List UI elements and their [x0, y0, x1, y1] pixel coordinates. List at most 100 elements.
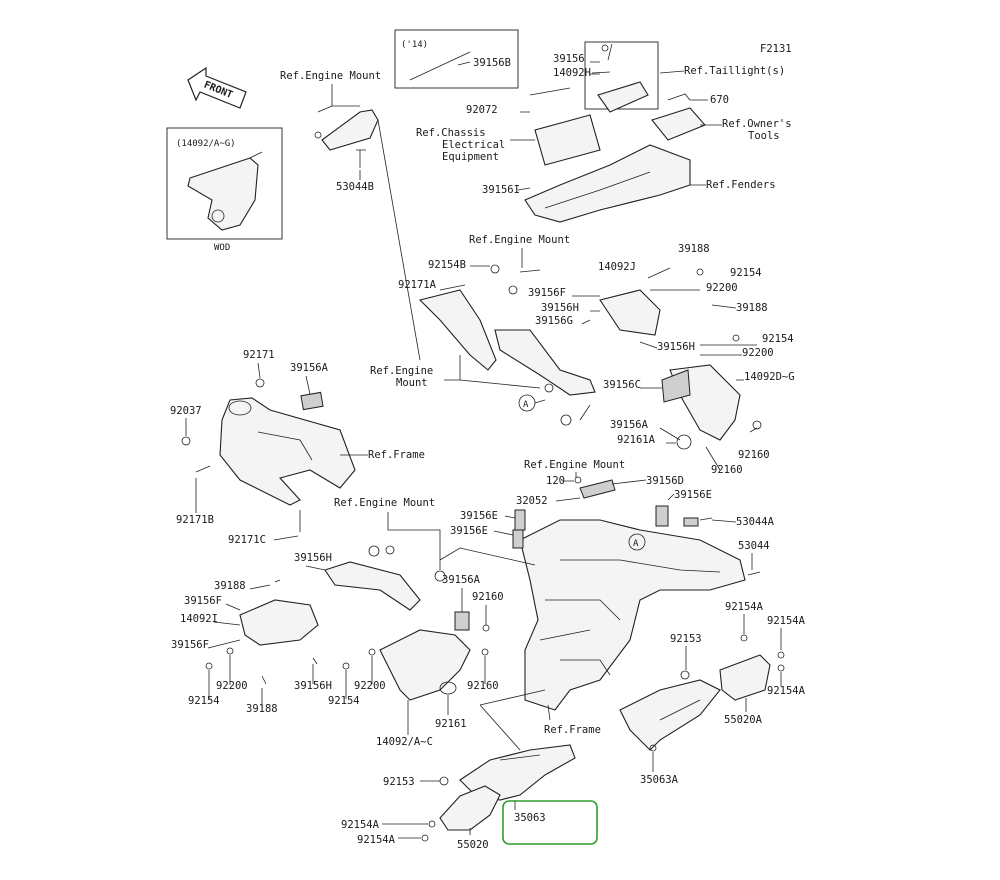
label-14092D-G: 14092D~G	[744, 371, 795, 383]
label-92154B: 92154B	[428, 259, 466, 271]
label-39188-b: 39188	[736, 302, 768, 314]
label-39156H-c: 39156H	[294, 552, 332, 564]
label-92153-b: 92153	[383, 776, 415, 788]
label-39156G: 39156G	[535, 315, 573, 327]
label-92161A: 92161A	[617, 434, 656, 446]
ref-engine-mount-mid: Ref.Engine Mount	[469, 234, 570, 246]
ref-engine-center-2: Mount	[396, 377, 428, 389]
label-39156E-a: 39156E	[674, 489, 712, 501]
label-92154A-e: 92154A	[357, 834, 396, 846]
inset-wod: (14092/A~G) WOD	[166, 127, 283, 253]
label-92154A-c: 92154A	[767, 685, 806, 697]
label-92200-c: 92200	[216, 680, 248, 692]
main-frame-center	[512, 476, 761, 711]
ref-chassis-2: Electrical	[442, 139, 505, 151]
label-35063: 35063	[514, 812, 546, 824]
label-14092I: 14092I	[180, 613, 218, 625]
callout-a-1: A	[518, 394, 536, 412]
ref-frame-left: Ref.Frame	[368, 449, 425, 461]
label-92154A-a: 92154A	[725, 601, 764, 613]
engine-mount-bracket-top	[314, 109, 379, 168]
ref-frame-center: Ref.Frame	[544, 724, 601, 736]
label-39156B: 39156B	[473, 57, 511, 69]
label-39156F-a: 39156F	[184, 595, 222, 607]
label-92171A: 92171A	[398, 279, 437, 291]
label-39188-a: 39188	[678, 243, 710, 255]
label-53044B: 53044B	[336, 181, 374, 193]
footpeg-bracket-right	[619, 634, 785, 752]
label-92154-c: 92154	[188, 695, 220, 707]
label-55020A: 55020A	[724, 714, 763, 726]
diagram-code: F2131	[760, 43, 792, 55]
lower-left-panel	[342, 611, 490, 701]
label-14092H: 14092H	[553, 67, 591, 79]
label-92153-a: 92153	[670, 633, 702, 645]
lower-left-bracket	[205, 545, 446, 685]
label-39156H-b: 39156H	[657, 341, 695, 353]
label-39156C: 39156C	[603, 379, 641, 391]
label-92154A-b: 92154A	[767, 615, 806, 627]
inset-wod-header: (14092/A~G)	[176, 139, 236, 149]
label-92161: 92161	[435, 718, 467, 730]
label-92072: 92072	[466, 104, 498, 116]
label-35063A: 35063A	[640, 774, 679, 786]
label-39188-c: 39188	[214, 580, 246, 592]
inset-wod-footer: WOD	[214, 243, 230, 253]
label-92037: 92037	[170, 405, 202, 417]
label-39156E-b: 39156E	[460, 510, 498, 522]
ref-taillights: Ref.Taillight(s)	[684, 65, 785, 77]
label-53044: 53044	[738, 540, 770, 552]
highlight-box-35063	[502, 800, 598, 845]
label-32052: 32052	[516, 495, 548, 507]
label-39156H-d: 39156H	[294, 680, 332, 692]
engine-mount-bracket-mid	[418, 264, 762, 450]
label-92200-d: 92200	[354, 680, 386, 692]
label-92154-a: 92154	[730, 267, 762, 279]
ref-engine-mount-top: Ref.Engine Mount	[280, 70, 381, 82]
label-39156A: 39156A	[290, 362, 329, 374]
ref-engine-mount-low2: Ref.Engine Mount	[524, 459, 625, 471]
label-39156E-c: 39156E	[450, 525, 488, 537]
footpeg-bracket-left	[421, 744, 576, 842]
ref-engine-center-1: Ref.Engine	[370, 365, 433, 377]
label-120: 120	[546, 475, 565, 487]
label-53044A: 53044A	[736, 516, 775, 528]
label-39156I: 39156I	[482, 184, 520, 196]
ref-chassis-1: Ref.Chassis	[416, 127, 486, 139]
ref-chassis-3: Equipment	[442, 151, 499, 163]
label-92154-d: 92154	[328, 695, 360, 707]
label-92154-b: 92154	[762, 333, 794, 345]
label-92154A-d: 92154A	[341, 819, 380, 831]
callout-a-2-label: A	[633, 539, 639, 549]
label-670: 670	[710, 94, 729, 106]
ref-owners-tools-1: Ref.Owner's	[722, 118, 792, 130]
label-39156: 39156	[553, 53, 585, 65]
label-92160-b: 92160	[711, 464, 743, 476]
label-39156F: 39156F	[528, 287, 566, 299]
label-92160-a: 92160	[738, 449, 770, 461]
label-92171: 92171	[243, 349, 275, 361]
callout-a-2: A	[628, 533, 646, 551]
left-frame-subassembly	[181, 378, 356, 532]
label-55020: 55020	[457, 839, 489, 851]
label-39156F-b: 39156F	[171, 639, 209, 651]
label-92160-c: 92160	[472, 591, 504, 603]
callout-a-1-label: A	[523, 400, 529, 410]
label-39156H-a: 39156H	[541, 302, 579, 314]
label-92200-b: 92200	[742, 347, 774, 359]
ref-engine-mount-lower: Ref.Engine Mount	[334, 497, 435, 509]
rear-cowl-assembly	[524, 41, 706, 223]
label-39156D: 39156D	[646, 475, 684, 487]
ref-fenders: Ref.Fenders	[706, 179, 776, 191]
label-39156A-b: 39156A	[442, 574, 481, 586]
label-14092-A-C: 14092/A~C	[376, 736, 433, 748]
ref-owners-tools-2: Tools	[748, 130, 780, 142]
label-39156A-a: 39156A	[610, 419, 649, 431]
label-92171B: 92171B	[176, 514, 214, 526]
label-92171C: 92171C	[228, 534, 266, 546]
inset-14-header: ('14)	[401, 40, 428, 50]
label-92200-a: 92200	[706, 282, 738, 294]
label-92160-d: 92160	[467, 680, 499, 692]
label-14092J: 14092J	[598, 261, 636, 273]
